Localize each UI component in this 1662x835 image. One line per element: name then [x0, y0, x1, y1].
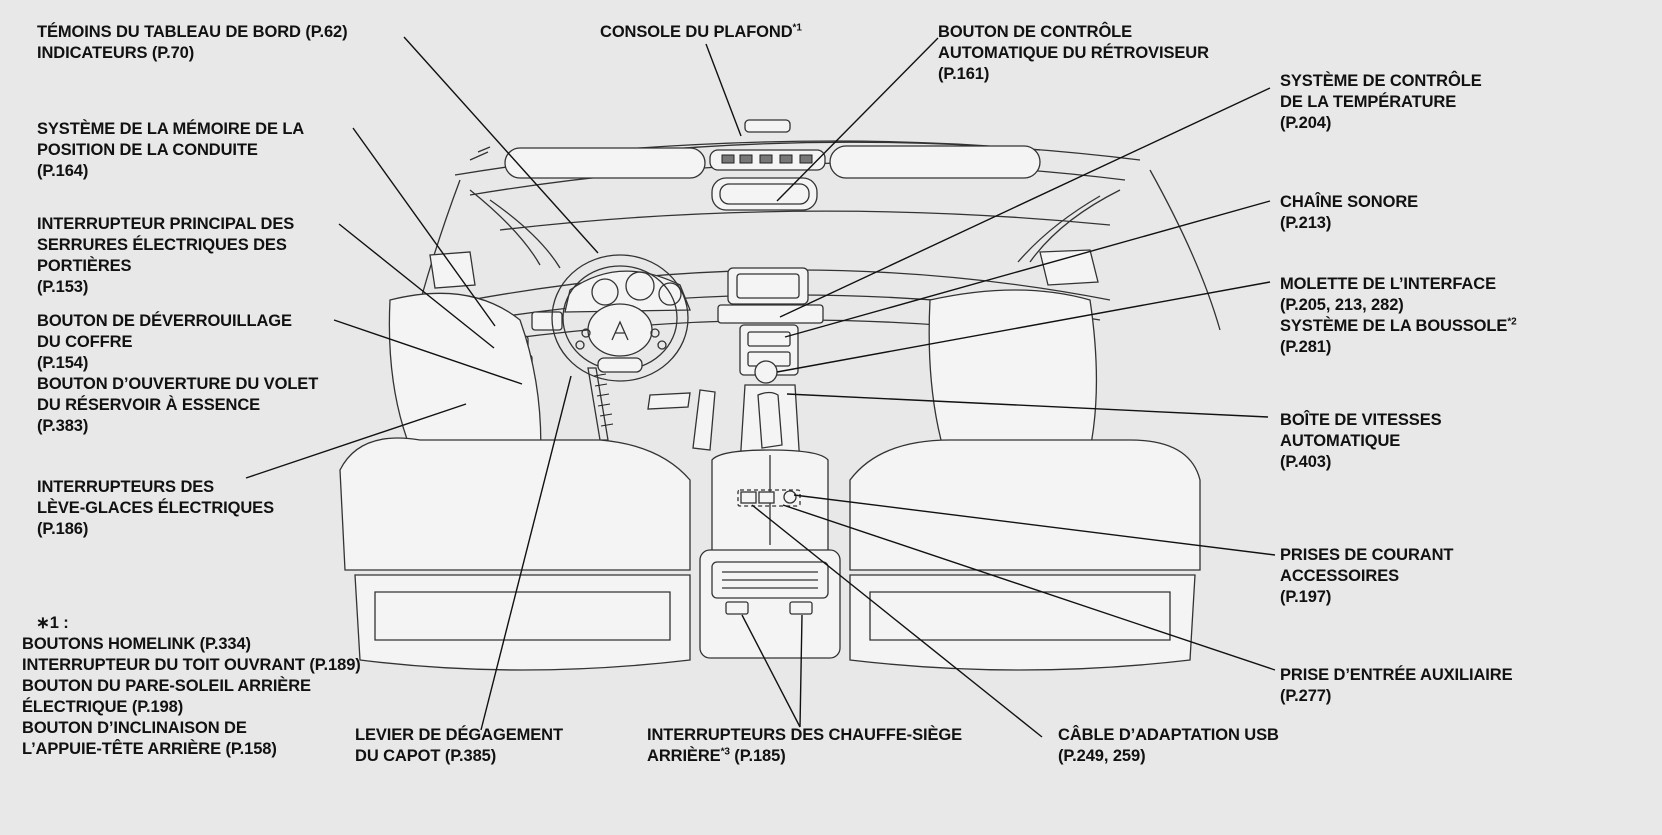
label-line: ACCESSOIRES [1280, 567, 1400, 585]
label-line: (P.249, 259) [1058, 747, 1146, 765]
side-mirrors [429, 249, 1099, 289]
steering-wheel [551, 254, 689, 382]
label-line: INTERRUPTEUR PRINCIPAL DES [37, 215, 295, 233]
label-text: (P.185) [729, 747, 786, 765]
label-molette: MOLETTE DE L’INTERFACE (P.205, 213, 282)… [1280, 274, 1517, 358]
footnote-line: BOUTON DU PARE-SOLEIL ARRIÈRE [22, 677, 311, 695]
footnote-list: ∗1 : BOUTONS HOMELINK (P.334) INTERRUPTE… [22, 613, 361, 760]
footnote-marker: *1 [792, 22, 802, 34]
label-line: (P.403) [1280, 453, 1332, 471]
label-temperature: SYSTÈME DE CONTRÔLE DE LA TEMPÉRATURE (P… [1280, 71, 1482, 134]
label-serrures: INTERRUPTEUR PRINCIPAL DES SERRURES ÉLEC… [37, 214, 294, 298]
label-line: SYSTÈME DE LA BOUSSOLE*2 [1280, 316, 1517, 337]
label-line: DU RÉSERVOIR À ESSENCE [37, 396, 261, 414]
label-chauffe: INTERRUPTEURS DES CHAUFFE-SIÈGE ARRIÈRE*… [647, 725, 962, 767]
label-line: (P.277) [1280, 687, 1332, 705]
label-console: CONSOLE DU PLAFOND*1 [600, 22, 802, 43]
label-line: (P.197) [1280, 588, 1332, 606]
label-line: (P.154) [37, 354, 89, 372]
label-usb: CÂBLE D’ADAPTATION USB (P.249, 259) [1058, 725, 1279, 767]
label-line: ARRIÈRE*3 (P.185) [647, 746, 962, 767]
label-text: ARRIÈRE [647, 747, 721, 765]
label-line: SERRURES ÉLECTRIQUES DES [37, 236, 287, 254]
label-line: CHAÎNE SONORE [1280, 193, 1419, 211]
label-capot: LEVIER DE DÉGAGEMENT DU CAPOT (P.385) [355, 725, 563, 767]
footnote-line: BOUTONS HOMELINK (P.334) [22, 635, 251, 653]
label-retroviseur: BOUTON DE CONTRÔLE AUTOMATIQUE DU RÉTROV… [938, 22, 1209, 85]
label-leve-glaces: INTERRUPTEURS DES LÈVE-GLACES ÉLECTRIQUE… [37, 477, 274, 540]
label-line: AUTOMATIQUE [1280, 432, 1401, 450]
label-line: PRISES DE COURANT [1280, 546, 1454, 564]
label-line: INTERRUPTEURS DES CHAUFFE-SIÈGE [647, 726, 963, 744]
label-line: MOLETTE DE L’INTERFACE [1280, 275, 1496, 293]
label-line: DU COFFRE [37, 333, 133, 351]
label-text: CONSOLE DU PLAFOND [600, 23, 793, 41]
label-line: (P.204) [1280, 114, 1332, 132]
rearview-mirror [711, 177, 818, 211]
footnote-line: ∗1 : [36, 614, 69, 632]
footnote-line: L’APPUIE-TÊTE ARRIÈRE (P.158) [22, 740, 277, 758]
label-line: BOUTON DE DÉVERROUILLAGE [37, 312, 292, 330]
overhead-console [709, 119, 826, 171]
label-line: BOÎTE DE VITESSES [1280, 411, 1442, 429]
footnote-marker: *3 [720, 746, 730, 758]
label-line: LÈVE-GLACES ÉLECTRIQUES [37, 499, 274, 517]
label-line: (P.205, 213, 282) [1280, 296, 1404, 314]
label-line: CÂBLE D’ADAPTATION USB [1058, 726, 1279, 744]
label-line: BOUTON D’OUVERTURE DU VOLET [37, 375, 319, 393]
footnote-line: ÉLECTRIQUE (P.198) [22, 698, 184, 716]
label-line: SYSTÈME DE LA MÉMOIRE DE LA [37, 120, 305, 138]
label-chaine: CHAÎNE SONORE (P.213) [1280, 192, 1418, 234]
footnote-line: INTERRUPTEUR DU TOIT OUVRANT (P.189) [22, 656, 361, 674]
label-line: (P.164) [37, 162, 89, 180]
label-line: (P.186) [37, 520, 89, 538]
label-line: INTERRUPTEURS DES [37, 478, 215, 496]
rear-seats [354, 574, 1196, 671]
label-line: POSITION DE LA CONDUITE [37, 141, 258, 159]
front-seats [339, 289, 1201, 571]
label-line: DE LA TEMPÉRATURE [1280, 93, 1457, 111]
armrest [711, 449, 829, 561]
label-line: INDICATEURS (P.70) [37, 44, 195, 62]
ceiling-and-windshield [409, 140, 1221, 341]
footnote-marker: *2 [1507, 316, 1517, 328]
label-line: TÉMOINS DU TABLEAU DE BORD (P.62) [37, 23, 348, 41]
label-line: (P.213) [1280, 214, 1332, 232]
label-line: CONSOLE DU PLAFOND*1 [600, 22, 802, 43]
label-coffre: BOUTON DE DÉVERROUILLAGE DU COFFRE (P.15… [37, 311, 318, 437]
label-memoire: SYSTÈME DE LA MÉMOIRE DE LA POSITION DE … [37, 119, 304, 182]
label-line: (P.153) [37, 278, 89, 296]
label-text: SYSTÈME DE LA BOUSSOLE [1280, 317, 1508, 335]
label-prises: PRISES DE COURANT ACCESSOIRES (P.197) [1280, 545, 1454, 608]
rear-console [699, 549, 841, 659]
instrument-cluster [564, 270, 691, 313]
center-console [734, 324, 806, 478]
label-temoins: TÉMOINS DU TABLEAU DE BORD (P.62) INDICA… [37, 22, 348, 64]
label-line: SYSTÈME DE CONTRÔLE [1280, 72, 1482, 90]
footnote-line: BOUTON D’INCLINAISON DE [22, 719, 247, 737]
label-line: BOUTON DE CONTRÔLE [938, 23, 1133, 41]
label-line: (P.281) [1280, 338, 1332, 356]
leader-lines [245, 36, 1276, 738]
label-auxiliaire: PRISE D’ENTRÉE AUXILIAIRE (P.277) [1280, 665, 1513, 707]
pedals [587, 367, 716, 451]
label-line: DU CAPOT (P.385) [355, 747, 497, 765]
label-line: (P.383) [37, 417, 89, 435]
label-line: (P.161) [938, 65, 990, 83]
label-boite: BOÎTE DE VITESSES AUTOMATIQUE (P.403) [1280, 410, 1442, 473]
label-line: PORTIÈRES [37, 257, 132, 275]
label-line: AUTOMATIQUE DU RÉTROVISEUR [938, 44, 1209, 62]
label-line: LEVIER DE DÉGAGEMENT [355, 726, 563, 744]
pillars [469, 189, 1121, 269]
label-line: PRISE D’ENTRÉE AUXILIAIRE [1280, 666, 1513, 684]
